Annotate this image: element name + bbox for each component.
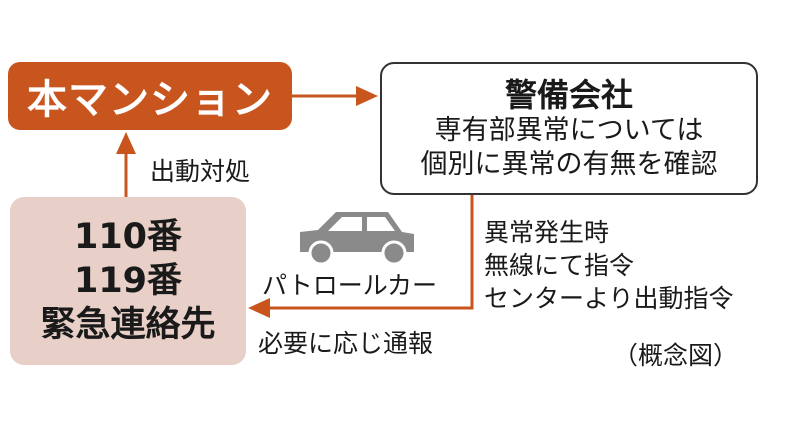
emergency-line: 119番 (73, 261, 183, 301)
emergency-contacts-box: 110番 119番 緊急連絡先 (10, 197, 246, 365)
alarm-instruction: 異常発生時 無線にて指令 センターより出動指令 (484, 216, 734, 315)
notify-label: 必要に応じ通報 (258, 329, 434, 358)
dispatch-label: 出動対処 (150, 157, 251, 186)
arrowhead-left (248, 298, 270, 318)
diagram-caption: （概念図） (613, 341, 739, 370)
alarm-instruction-line: センターより出動指令 (484, 284, 734, 313)
patrol-car-label: パトロールカー (262, 271, 438, 300)
alarm-instruction-line: 無線にて指令 (484, 251, 635, 280)
arrowhead-up (116, 132, 136, 154)
emergency-line: 110番 (73, 217, 183, 257)
mansion-box: 本マンション (8, 62, 292, 130)
security-company-box: 警備会社 専有部異常については 個別に異常の有無を確認 (380, 62, 758, 195)
arrow-security-to-emergency (268, 195, 474, 310)
arrowhead-right (356, 86, 378, 106)
security-company-title: 警備会社 (504, 75, 633, 114)
alarm-instruction-line: 異常発生時 (484, 218, 610, 247)
security-company-note-line: 専有部異常については (434, 114, 704, 146)
security-company-note-line: 個別に異常の有無を確認 (420, 148, 718, 180)
car-icon (300, 212, 414, 266)
emergency-line: 緊急連絡先 (40, 305, 216, 345)
